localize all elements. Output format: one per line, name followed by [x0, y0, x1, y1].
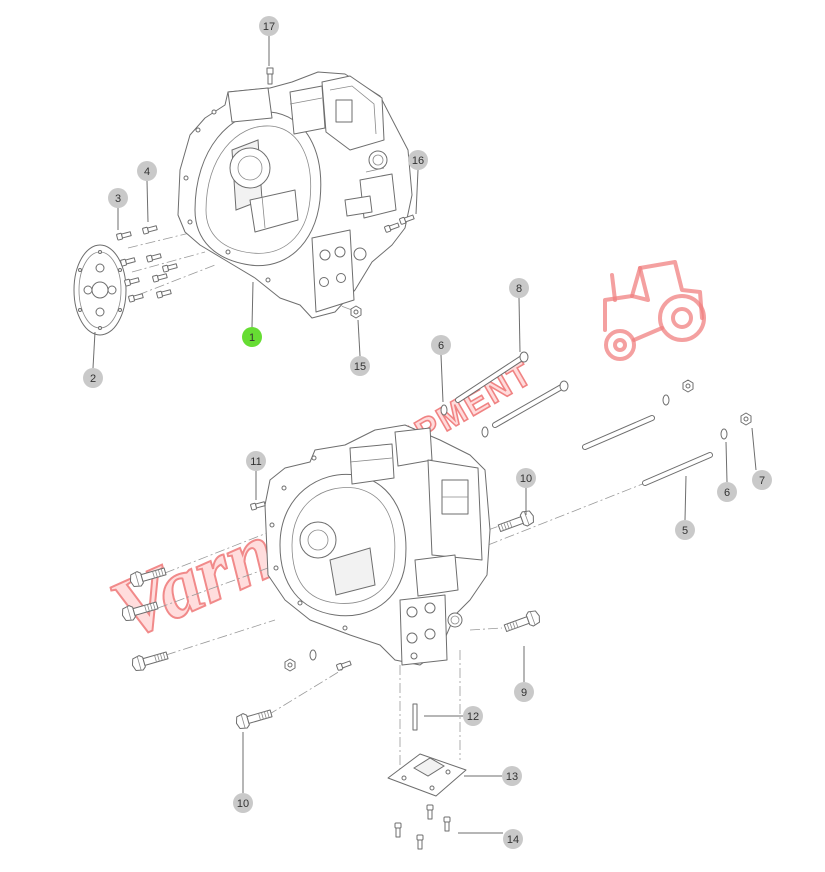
callout-13: 13 [502, 766, 522, 786]
callout-label: 8 [516, 283, 522, 295]
callout-14: 14 [503, 829, 523, 849]
callout-11: 11 [246, 451, 266, 471]
flywheel-plate [73, 244, 127, 336]
small-nuts-bottom [284, 649, 352, 672]
callout-6-upper: 6 [431, 335, 451, 355]
bolts-14 [394, 804, 451, 850]
nut-15 [350, 305, 362, 319]
callout-label: 9 [521, 687, 527, 699]
callout-label: 13 [506, 771, 518, 783]
callout-label: 2 [90, 373, 96, 385]
callout-label: 1 [249, 332, 255, 344]
callout-17: 17 [259, 16, 279, 36]
callout-5: 5 [675, 520, 695, 540]
bolt-10-bottom [233, 705, 274, 732]
pin-12 [412, 703, 418, 731]
callout-6-right: 6 [717, 482, 737, 502]
callout-label: 10 [237, 798, 249, 810]
washers-nuts-6-7 [662, 379, 752, 440]
callout-4: 4 [137, 161, 157, 181]
bolt-17 [266, 67, 274, 85]
studs-5 [582, 415, 713, 486]
callout-label: 10 [520, 473, 532, 485]
callout-12: 12 [463, 706, 483, 726]
leader-lines [92, 36, 757, 834]
long-bolts-8 [455, 351, 569, 428]
callout-16: 16 [408, 150, 428, 170]
callout-10-right: 10 [516, 468, 536, 488]
cover-plate-13 [387, 753, 467, 797]
callout-1: 1 [242, 327, 262, 347]
callout-3: 3 [108, 188, 128, 208]
transmission-housing-bottom [264, 424, 491, 666]
callout-label: 4 [144, 166, 150, 178]
callout-label: 15 [354, 361, 366, 373]
callout-label: 5 [682, 525, 688, 537]
callout-label: 6 [438, 340, 444, 352]
transmission-housing-top [177, 71, 413, 319]
callout-label: 16 [412, 155, 424, 167]
callout-label: 14 [507, 834, 519, 846]
callout-label: 12 [467, 711, 479, 723]
callout-label: 6 [724, 487, 730, 499]
bolt-9 [502, 608, 543, 636]
callout-label: 7 [759, 475, 765, 487]
washers-6 [440, 404, 489, 438]
callout-15: 15 [350, 356, 370, 376]
callout-7: 7 [752, 470, 772, 490]
callout-9: 9 [514, 682, 534, 702]
callout-label: 17 [263, 21, 275, 33]
callout-8: 8 [509, 278, 529, 298]
tractor-icon [603, 260, 706, 361]
callout-2: 2 [83, 368, 103, 388]
callout-label: 11 [250, 456, 261, 468]
callout-10-bottom: 10 [233, 793, 253, 813]
callout-label: 3 [115, 193, 121, 205]
bolt-10-right [496, 508, 537, 536]
callouts: 17 16 4 3 2 1 15 8 6 11 10 7 6 5 9 12 13… [83, 16, 772, 849]
